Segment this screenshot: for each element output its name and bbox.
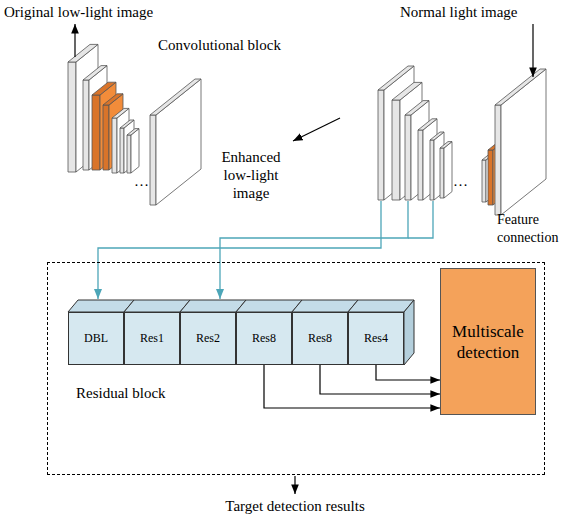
conv-layers (68, 44, 546, 215)
conv-layer (92, 82, 116, 95)
residual-block: Res4 (348, 312, 404, 365)
conv-layer (150, 115, 156, 205)
conv-layer (120, 120, 134, 128)
conv-layer (83, 80, 89, 170)
prism-top (124, 300, 190, 312)
conv-layer (392, 100, 400, 200)
conv-layer (418, 119, 437, 130)
conv-layer (127, 135, 131, 173)
conv-layer (430, 132, 444, 140)
leader-arrow (293, 118, 340, 141)
ellipsis: … (453, 172, 473, 190)
output-arrow (264, 365, 440, 408)
caption-label: Enhanced low-light image (212, 148, 290, 202)
conv-layer (112, 108, 129, 118)
conv-layer (156, 79, 201, 205)
residual-block: DBL (68, 312, 124, 365)
prism-top (68, 300, 134, 312)
conv-layer (405, 115, 411, 200)
feature-line (98, 201, 381, 299)
conv-layer (68, 62, 76, 172)
leader-arrows (75, 24, 533, 494)
conv-layer (92, 95, 100, 170)
block-label: Multiscale detection (445, 321, 531, 363)
conv-layer (120, 128, 124, 173)
conv-layer (392, 82, 422, 100)
conv-layer (68, 44, 98, 62)
conv-layer (440, 148, 444, 198)
feature-connection-lines (98, 201, 433, 299)
prism-top (348, 300, 414, 312)
conv-layer (482, 160, 486, 202)
conv-layer (434, 132, 444, 200)
leader-arrow (74, 24, 75, 57)
block-label: Res1 (140, 331, 164, 346)
conv-layer (501, 69, 546, 215)
block-label: Res2 (196, 331, 220, 346)
dashed-region: Residual block DBL Res1 Res2 Res8 Res8 Res4 Mul… (47, 262, 545, 475)
block-label: Res8 (252, 331, 276, 346)
caption-label: Original low-light image (4, 3, 204, 21)
feature-line (408, 201, 433, 238)
caption-label: Feature connection (497, 211, 564, 247)
residual-block: Res8 (236, 312, 292, 365)
ellipsis: … (134, 172, 154, 190)
conv-layer (488, 150, 493, 205)
caption-label: Normal light image (400, 3, 563, 21)
residual-block: Res2 (180, 312, 236, 365)
output-arrow (320, 365, 440, 394)
prism-top (236, 300, 302, 312)
caption-label: Target detection results (195, 497, 395, 515)
prism-top (292, 300, 358, 312)
block-label: Res4 (364, 331, 388, 346)
output-arrow (376, 365, 440, 380)
residual-prism-faces (68, 300, 414, 365)
conv-layer (103, 94, 123, 105)
detection-box: Multiscale detection (440, 268, 536, 415)
conv-layer (83, 66, 107, 80)
conv-layer (444, 142, 452, 198)
residual-block: Res1 (124, 312, 180, 365)
conv-layer (430, 140, 434, 200)
leader-arrow (532, 24, 533, 77)
conv-layer (495, 69, 546, 105)
conv-layer (418, 130, 423, 200)
conv-layer (150, 79, 201, 115)
caption-label: Convolutional block (158, 36, 308, 54)
conv-layer (131, 129, 139, 173)
conv-layer (495, 105, 501, 215)
feature-line (220, 201, 408, 299)
prism-top (180, 300, 246, 312)
region-label: Residual block (76, 385, 166, 402)
conv-layer (378, 90, 384, 200)
conv-layer (440, 142, 452, 148)
conv-layer (127, 129, 139, 135)
block-label: Res8 (308, 331, 332, 346)
leader-arrow (294, 476, 295, 494)
block-label: DBL (84, 331, 108, 346)
conv-layer (405, 101, 429, 115)
prism-end (404, 300, 414, 365)
conv-layer (112, 118, 117, 173)
residual-block: Res8 (292, 312, 348, 365)
conv-layer (103, 105, 109, 170)
